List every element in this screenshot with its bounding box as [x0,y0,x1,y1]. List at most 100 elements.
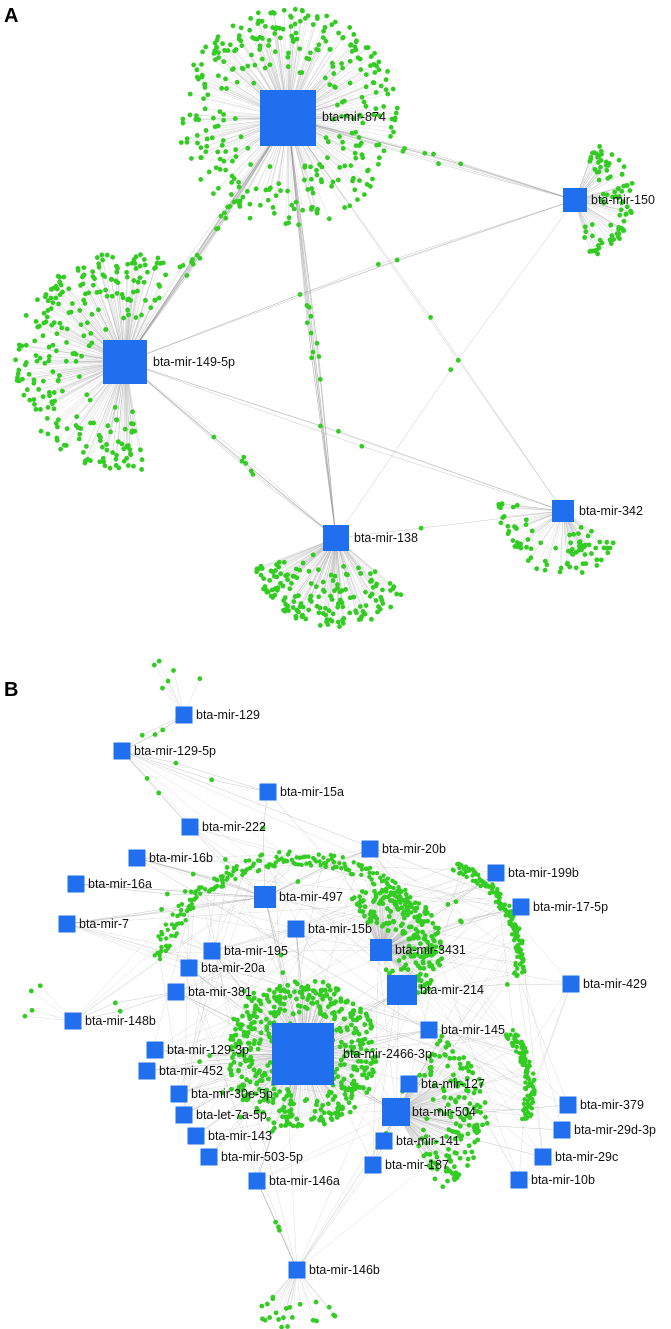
mirna-node-bta-mir-199b[interactable]: bta-mir-199b [487,864,579,882]
mirna-node-bta-mir-503-5p[interactable]: bta-mir-503-5p [200,1148,304,1166]
target-node [361,99,367,105]
mirna-node-bta-mir-17-5p[interactable]: bta-mir-17-5p [512,898,609,916]
target-edge [183,886,217,1116]
mirna-label: bta-mir-874 [322,110,386,124]
target-node [498,520,504,526]
mirna-node-bta-mir-15b[interactable]: bta-mir-15b [287,920,372,938]
target-node [350,1008,356,1014]
mirna-node-bta-mir-129[interactable]: bta-mir-129 [175,706,260,724]
target-node [332,1110,338,1116]
mirna-node-bta-mir-29d-3p[interactable]: bta-mir-29d-3p [553,1121,657,1139]
target-node [236,179,242,185]
target-node [517,962,523,967]
target-node [425,918,430,924]
mirna-node-bta-mir-342[interactable]: bta-mir-342 [552,500,643,522]
mirna-node-bta-mir-141[interactable]: bta-mir-141 [375,1132,460,1150]
mirna-node-bta-mir-29c[interactable]: bta-mir-29c [534,1148,619,1166]
target-node [259,852,265,857]
target-node [131,278,137,283]
mirna-node-bta-mir-187[interactable]: bta-mir-187 [364,1156,449,1174]
target-node [326,608,332,614]
mirna-node-bta-mir-429[interactable]: bta-mir-429 [562,975,647,993]
target-node [135,288,140,294]
mirna-node-bta-mir-16a[interactable]: bta-mir-16a [67,875,152,893]
target-node [417,941,423,947]
target-node [114,269,120,275]
mirna-node-bta-let-7a-5p[interactable]: bta-let-7a-5p [175,1106,267,1124]
mirna-node-bta-mir-452[interactable]: bta-mir-452 [138,1062,223,1080]
target-node [597,144,603,149]
target-node [385,876,391,881]
mirna-square [375,1132,393,1150]
mirna-node-bta-mir-127[interactable]: bta-mir-127 [400,1075,485,1093]
mirna-node-bta-mir-222[interactable]: bta-mir-222 [181,818,266,836]
target-node [357,604,363,609]
target-node [238,134,244,140]
mirna-node-bta-mir-30e-5p[interactable]: bta-mir-30e-5p [170,1085,274,1103]
mirna-node-bta-mir-20a[interactable]: bta-mir-20a [180,959,265,977]
target-node [121,446,127,452]
target-node [303,616,309,622]
mirna-node-bta-mir-15a[interactable]: bta-mir-15a [259,783,344,801]
mirna-node-bta-mir-145[interactable]: bta-mir-145 [420,1021,505,1039]
mirna-node-bta-mir-148b[interactable]: bta-mir-148b [64,1012,156,1030]
mirna-node-bta-mir-10b[interactable]: bta-mir-10b [510,1171,595,1189]
shared-target-node [273,1219,279,1225]
target-node [259,56,265,62]
mirna-node-bta-mir-143[interactable]: bta-mir-143 [187,1127,272,1145]
mirna-node-bta-mir-2466-3p[interactable]: bta-mir-2466-3p [272,1023,432,1085]
target-node [283,221,289,227]
target-node [299,1123,305,1128]
target-node [351,116,356,121]
shared-target-node [504,982,510,987]
target-node [125,463,131,468]
target-node [320,996,325,1002]
mirna-node-bta-mir-381[interactable]: bta-mir-381 [167,983,252,1001]
target-node [380,901,386,906]
mirna-node-bta-mir-138[interactable]: bta-mir-138 [323,525,418,551]
shared-edge [124,201,235,363]
target-node [191,905,196,911]
target-node [416,901,422,906]
mirna-node-bta-mir-3431[interactable]: bta-mir-3431 [370,939,466,961]
target-node [61,274,67,280]
mirna-node-bta-mir-150[interactable]: bta-mir-150 [563,188,655,212]
target-node [362,904,368,910]
target-node [297,1301,303,1307]
mirna-node-bta-mir-129-3p[interactable]: bta-mir-129-3p [146,1041,250,1059]
target-node [270,1100,276,1106]
target-edge [189,826,515,1040]
target-node [266,43,271,48]
target-node [306,854,311,859]
mirna-node-bta-mir-874[interactable]: bta-mir-874 [260,90,386,146]
shared-target-node [231,199,237,205]
target-node [346,868,352,873]
target-node [429,933,435,939]
target-node [478,1081,484,1087]
target-node [355,197,360,203]
target-node [257,202,263,208]
mirna-node-bta-mir-504[interactable]: bta-mir-504 [382,1098,476,1126]
target-node [220,138,226,143]
mirna-node-bta-mir-146a[interactable]: bta-mir-146a [248,1172,340,1190]
mirna-node-bta-mir-195[interactable]: bta-mir-195 [203,942,288,960]
target-node [500,515,506,521]
target-node [340,854,345,860]
target-node [612,189,618,195]
mirna-node-bta-mir-214[interactable]: bta-mir-214 [387,975,484,1005]
target-node [77,307,83,313]
target-node [583,229,589,235]
mirna-node-bta-mir-149-5p[interactable]: bta-mir-149-5p [103,340,235,384]
mirna-node-bta-mir-7[interactable]: bta-mir-7 [58,915,130,933]
mirna-node-bta-mir-146b[interactable]: bta-mir-146b [288,1261,380,1279]
panel-label-a: A [4,5,18,27]
mirna-node-bta-mir-129-5p[interactable]: bta-mir-129-5p [113,742,217,760]
mirna-node-bta-mir-16b[interactable]: bta-mir-16b [128,849,213,867]
mirna-square [512,898,530,916]
mirna-node-bta-mir-20b[interactable]: bta-mir-20b [361,840,446,858]
mirna-node-bta-mir-379[interactable]: bta-mir-379 [559,1096,644,1114]
mirna-node-bta-mir-497[interactable]: bta-mir-497 [254,886,343,908]
target-node [200,49,206,55]
target-node [367,571,373,577]
target-node [66,310,72,316]
